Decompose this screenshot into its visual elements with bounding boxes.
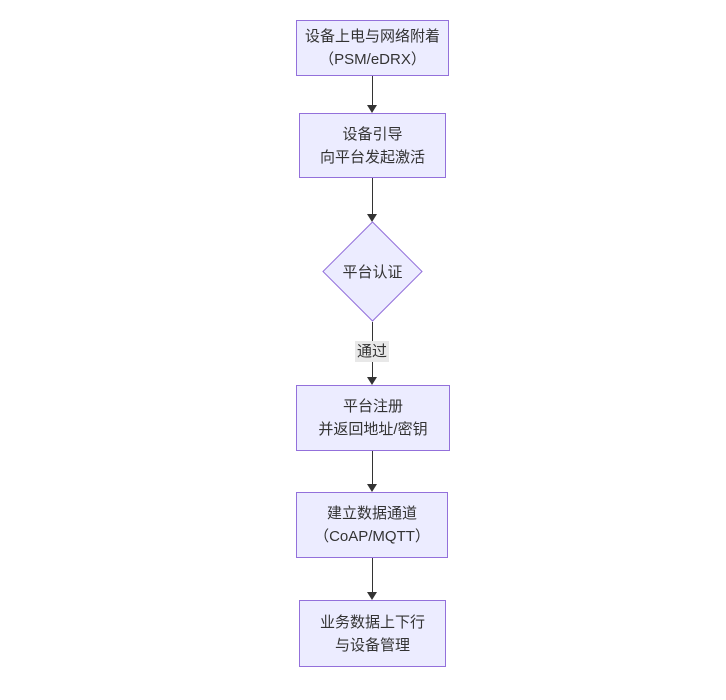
node-platform-register: 平台注册 并返回地址/密钥 (296, 385, 450, 451)
node-label-line: 设备上电与网络附着 (304, 28, 440, 45)
node-label-line: 设备引导 (342, 125, 403, 143)
arrowhead-down-icon (367, 484, 377, 492)
edge-line (372, 558, 373, 592)
node-label-line: 与设备管理 (334, 636, 410, 654)
node-label-line: 平台认证 (342, 264, 403, 281)
edge-line (372, 76, 373, 105)
arrowhead-down-icon (367, 105, 377, 113)
node-label-line: （CoAP/MQTT） (314, 528, 430, 545)
node-device-power-network-attach: 设备上电与网络附着 （PSM/eDRX） (296, 20, 449, 76)
arrowhead-down-icon (367, 377, 377, 385)
edge-line (372, 451, 373, 484)
arrowhead-down-icon (367, 592, 377, 600)
node-label-line: 向平台发起激活 (319, 148, 425, 166)
node-label-line: 平台注册 (342, 398, 403, 415)
node-label-line: 并返回地址/密钥 (318, 421, 428, 438)
node-business-data-device-mgmt: 业务数据上下行 与设备管理 (299, 600, 446, 667)
edge-line (372, 178, 373, 214)
arrowhead-down-icon (367, 214, 377, 222)
node-device-bootstrap-activate: 设备引导 向平台发起激活 (299, 113, 446, 178)
decision-platform-auth-label: 平台认证 (322, 261, 423, 284)
node-label-line: 建立数据通道 (326, 505, 417, 522)
edge-label-text: 通过 (356, 343, 388, 360)
node-data-channel: 建立数据通道 （CoAP/MQTT） (296, 492, 448, 558)
node-label-line: 业务数据上下行 (319, 613, 425, 631)
edge-label-pass: 通过 (354, 341, 390, 362)
node-label-line: （PSM/eDRX） (319, 51, 426, 68)
